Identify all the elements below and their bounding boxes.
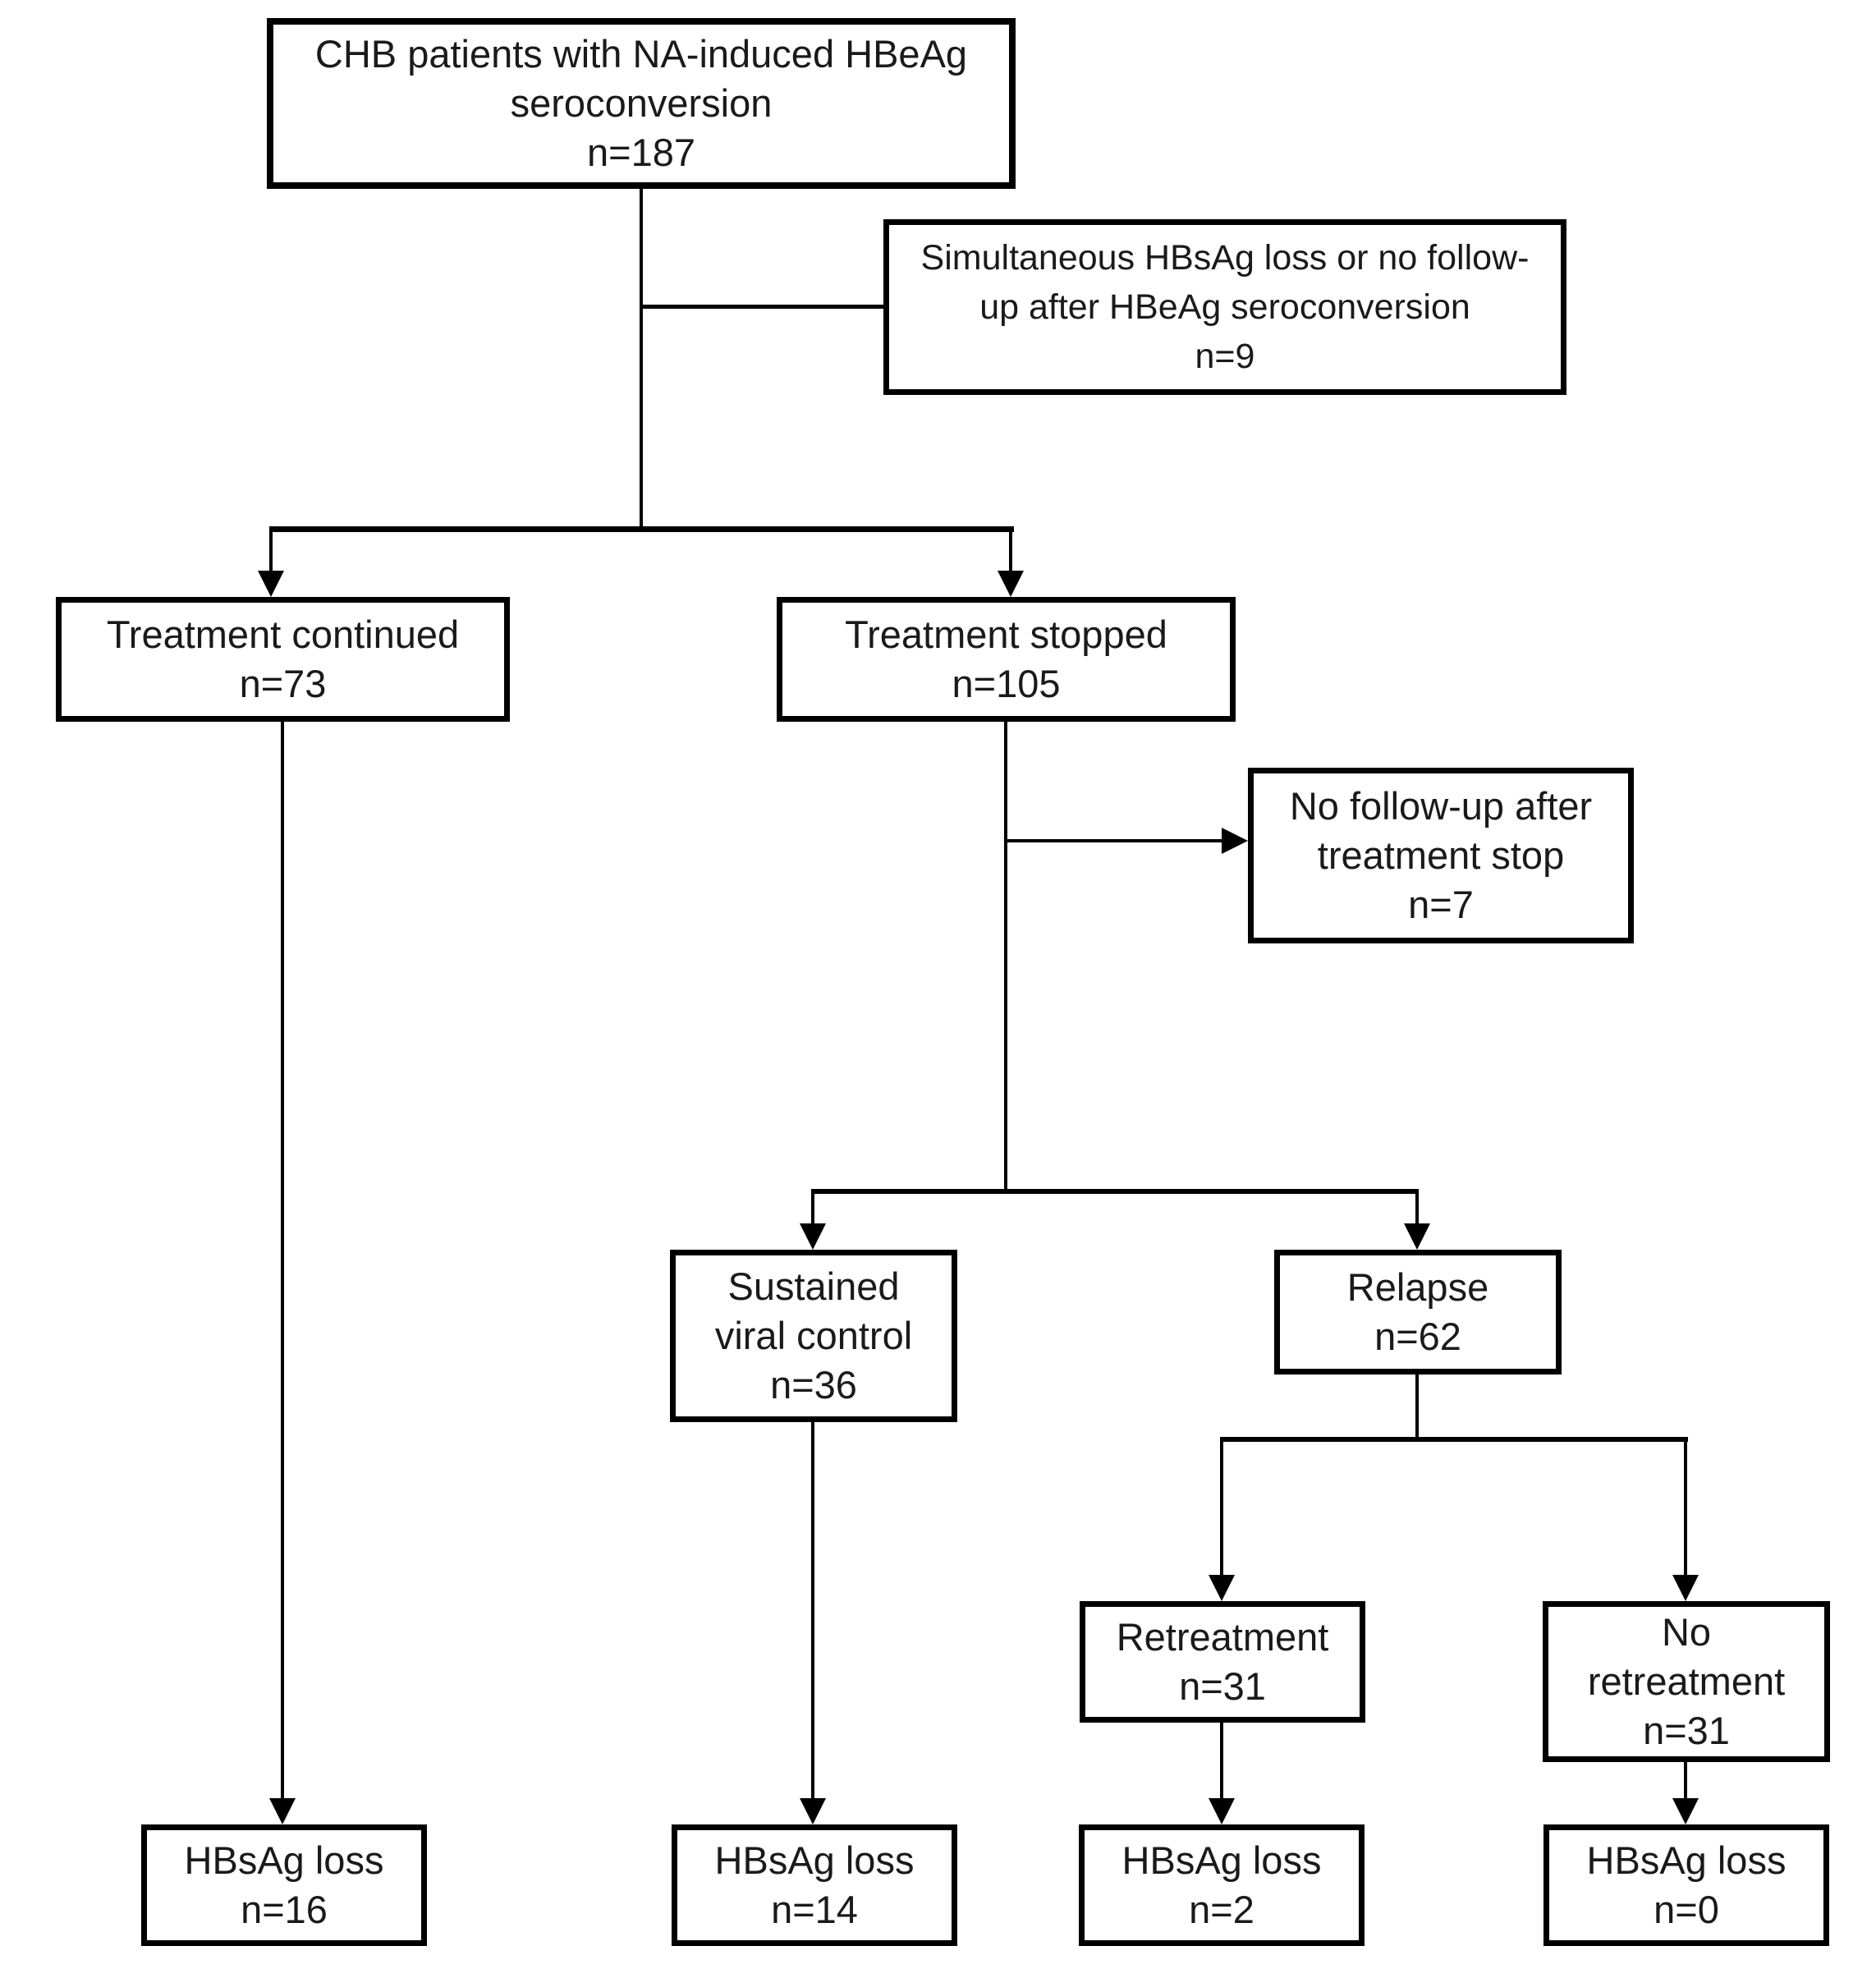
arrowhead-into-retreatment: [1209, 1575, 1235, 1601]
node-text-line: Sustained: [727, 1264, 900, 1308]
node-hbsag-loss-continued: HBsAg loss n=16: [141, 1824, 427, 1946]
connector-root-stem: [640, 189, 643, 532]
node-count: n=7: [1408, 883, 1474, 926]
connector-branch-no-followup: [1006, 839, 1224, 842]
node-text-line: treatment stop: [1317, 833, 1565, 877]
node-chb-patients: CHB patients with NA-induced HBeAg seroc…: [267, 18, 1016, 189]
node-text-line: retreatment: [1587, 1659, 1786, 1703]
connector-stub-relapse: [1415, 1189, 1419, 1227]
node-sustained-viral-control: Sustained viral control n=36: [670, 1250, 957, 1422]
node-count: n=105: [952, 662, 1061, 705]
node-text-line: Treatment stopped: [845, 613, 1167, 656]
connector-stub-continued: [269, 526, 273, 574]
arrowhead-into-treatment-continued: [258, 571, 284, 597]
arrowhead-into-treatment-stopped: [998, 571, 1024, 597]
node-count: n=16: [241, 1888, 328, 1931]
node-text-line: viral control: [714, 1314, 913, 1357]
node-treatment-stopped: Treatment stopped n=105: [777, 597, 1236, 722]
node-treatment-continued: Treatment continued n=73: [56, 597, 510, 722]
node-text-line: Retreatment: [1116, 1615, 1329, 1659]
node-text-line: Simultaneous HBsAg loss or no follow-: [920, 238, 1530, 278]
connector-stopped-stem: [1004, 720, 1007, 1192]
arrowhead-into-sustained-control: [800, 1223, 826, 1250]
node-simultaneous-hbsag-loss: Simultaneous HBsAg loss or no follow- up…: [883, 219, 1566, 395]
connector-split-control-relapse: [811, 1189, 1419, 1194]
node-hbsag-loss-no-retreatment: HBsAg loss n=0: [1543, 1824, 1829, 1946]
node-text-line: Treatment continued: [106, 613, 460, 656]
arrowhead-into-hbsag-loss-14: [800, 1798, 826, 1824]
connector-stub-stopped: [1009, 526, 1012, 574]
node-text-line: CHB patients with NA-induced HBeAg: [314, 32, 968, 76]
arrowhead-into-hbsag-loss-0: [1672, 1798, 1699, 1824]
node-count: n=36: [770, 1363, 857, 1407]
node-count: n=0: [1654, 1888, 1719, 1931]
arrowhead-into-no-followup: [1222, 828, 1248, 854]
node-text-line: up after HBeAg seroconversion: [979, 287, 1470, 327]
node-no-retreatment: No retreatment n=31: [1543, 1601, 1830, 1762]
node-text-line: seroconversion: [510, 81, 773, 125]
connector-sustained-stem: [811, 1422, 814, 1801]
arrowhead-into-relapse: [1404, 1223, 1430, 1250]
node-text-line: HBsAg loss: [184, 1838, 384, 1882]
node-no-followup: No follow-up after treatment stop n=7: [1248, 768, 1634, 943]
node-text-line: HBsAg loss: [1586, 1838, 1787, 1882]
arrowhead-into-hbsag-loss-2: [1209, 1798, 1235, 1824]
connector-retreatment-stem: [1220, 1723, 1223, 1801]
node-hbsag-loss-retreatment: HBsAg loss n=2: [1079, 1824, 1365, 1946]
connector-split-treatment: [269, 526, 1014, 532]
arrowhead-into-hbsag-loss-16: [269, 1798, 296, 1824]
connector-split-retreatment: [1220, 1437, 1688, 1442]
node-text-line: HBsAg loss: [1121, 1838, 1322, 1882]
arrowhead-into-no-retreatment: [1672, 1575, 1699, 1601]
node-relapse: Relapse n=62: [1274, 1250, 1562, 1375]
node-count: n=9: [1195, 337, 1255, 376]
connector-continued-stem: [281, 720, 284, 1801]
node-count: n=187: [586, 131, 695, 174]
node-text-line: HBsAg loss: [714, 1838, 915, 1882]
connector-branch-simultaneous: [641, 305, 883, 309]
node-text-line: No: [1661, 1610, 1712, 1654]
connector-stub-no-retreatment: [1684, 1437, 1687, 1580]
node-count: n=2: [1189, 1888, 1254, 1931]
node-text-line: No follow-up after: [1289, 784, 1593, 828]
node-count: n=31: [1179, 1664, 1266, 1708]
node-hbsag-loss-sustained: HBsAg loss n=14: [672, 1824, 957, 1946]
node-count: n=31: [1643, 1709, 1730, 1752]
connector-no-retreatment-stem: [1684, 1762, 1687, 1801]
connector-stub-retreatment: [1220, 1437, 1223, 1580]
node-retreatment: Retreatment n=31: [1080, 1601, 1365, 1723]
connector-stub-sustained: [811, 1189, 814, 1227]
node-count: n=62: [1374, 1315, 1461, 1358]
node-text-line: Relapse: [1346, 1265, 1489, 1309]
node-count: n=14: [771, 1888, 858, 1931]
connector-relapse-stem: [1415, 1375, 1419, 1440]
node-count: n=73: [239, 662, 327, 705]
